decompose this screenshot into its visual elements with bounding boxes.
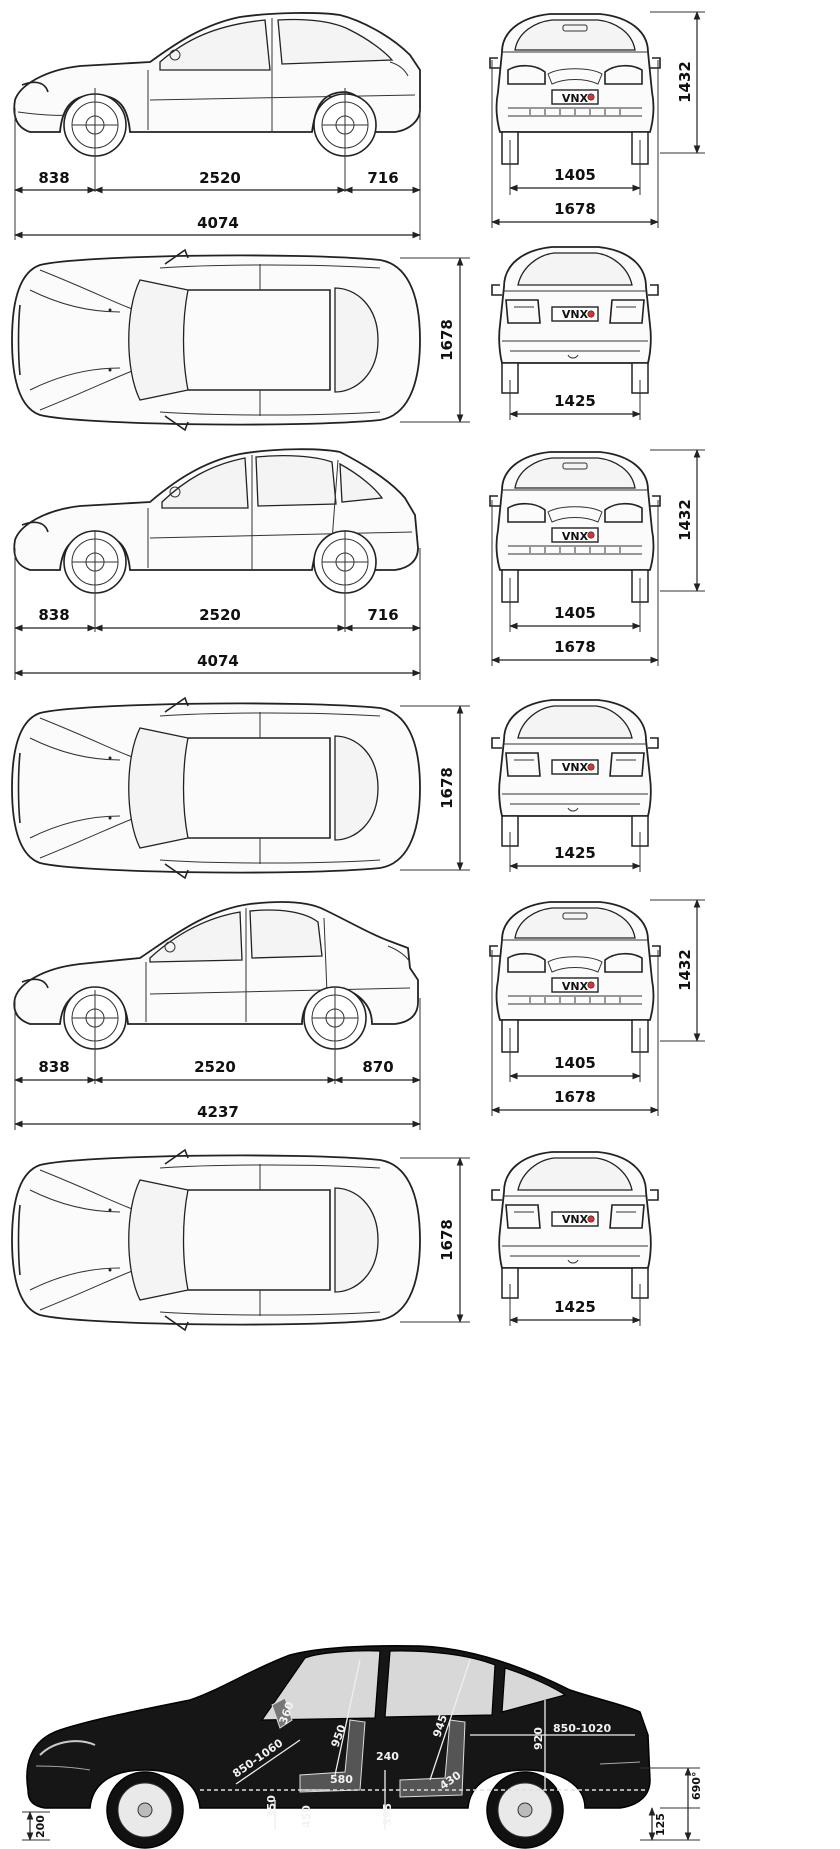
- rear-track-label: 1425: [554, 392, 596, 410]
- side-view-5-door: [13, 448, 419, 594]
- front-overhang-label: 838: [38, 1058, 69, 1076]
- rear-overhang-label: 870: [362, 1058, 393, 1076]
- top-width-label: 1678: [438, 319, 456, 361]
- interior-label: 690°: [690, 1772, 703, 1800]
- length-label: 4074: [197, 652, 239, 670]
- interior-label: 920: [532, 1727, 545, 1750]
- license-plate-text: VNX: [562, 761, 589, 774]
- width-label: 1678: [554, 1088, 596, 1106]
- license-plate-text: VNX: [562, 980, 589, 993]
- front-view-3-door: VNX: [489, 13, 661, 165]
- rear-view-5-door: VNX: [491, 699, 659, 847]
- rear-overhang-label: 716: [367, 169, 398, 187]
- rear-track-label: 1425: [554, 844, 596, 862]
- length-label: 4237: [197, 1103, 239, 1121]
- front-overhang-label: 838: [38, 606, 69, 624]
- interior-label: 240: [376, 1750, 399, 1763]
- front-track-label: 1405: [554, 604, 596, 622]
- wheelbase-label: 2520: [199, 169, 241, 187]
- front-track-label: 1405: [554, 1054, 596, 1072]
- top-width-label: 1678: [438, 1219, 456, 1261]
- license-plate-text: VNX: [562, 1213, 589, 1226]
- top-width-label: 1678: [438, 767, 456, 809]
- interior-label: 450: [300, 1805, 313, 1828]
- top-view-3-door: [11, 249, 421, 431]
- length-label: 4074: [197, 214, 239, 232]
- interior-label: 350: [265, 1795, 278, 1818]
- wheelbase-label: 2520: [194, 1058, 236, 1076]
- interior-label: 200: [34, 1815, 47, 1838]
- interior-label: 580: [330, 1773, 353, 1786]
- front-view-5-door: VNX: [489, 451, 661, 603]
- interior-label: 125: [654, 1813, 667, 1836]
- interior-label: 850-1020: [553, 1722, 611, 1735]
- front-track-label: 1405: [554, 166, 596, 184]
- rear-view-3-door: VNX: [491, 246, 659, 394]
- width-label: 1678: [554, 638, 596, 656]
- license-plate-text: VNX: [562, 308, 589, 321]
- height-label: 1432: [676, 499, 694, 541]
- license-plate-text: VNX: [562, 92, 589, 105]
- top-view-5-door: [11, 697, 421, 879]
- interior-label: 395: [381, 1803, 394, 1826]
- top-view-sedan: [11, 1149, 421, 1331]
- rear-track-label: 1425: [554, 1298, 596, 1316]
- rear-overhang-label: 716: [367, 606, 398, 624]
- height-label: 1432: [676, 61, 694, 103]
- side-view-3-door: [13, 12, 421, 240]
- wheelbase-label: 2520: [199, 606, 241, 624]
- front-overhang-label: 838: [38, 169, 69, 187]
- interior-dimensions-view: 360 950 850-1060 580 350 450 945 240 395…: [22, 1645, 703, 1849]
- front-view-sedan: VNX: [489, 901, 661, 1053]
- side-view-sedan: [13, 901, 419, 1050]
- license-plate-text: VNX: [562, 530, 589, 543]
- width-label: 1678: [554, 200, 596, 218]
- front-wheel: [106, 1771, 184, 1849]
- height-label: 1432: [676, 949, 694, 991]
- rear-view-sedan: VNX: [491, 1151, 659, 1299]
- rear-wheel: [486, 1771, 564, 1849]
